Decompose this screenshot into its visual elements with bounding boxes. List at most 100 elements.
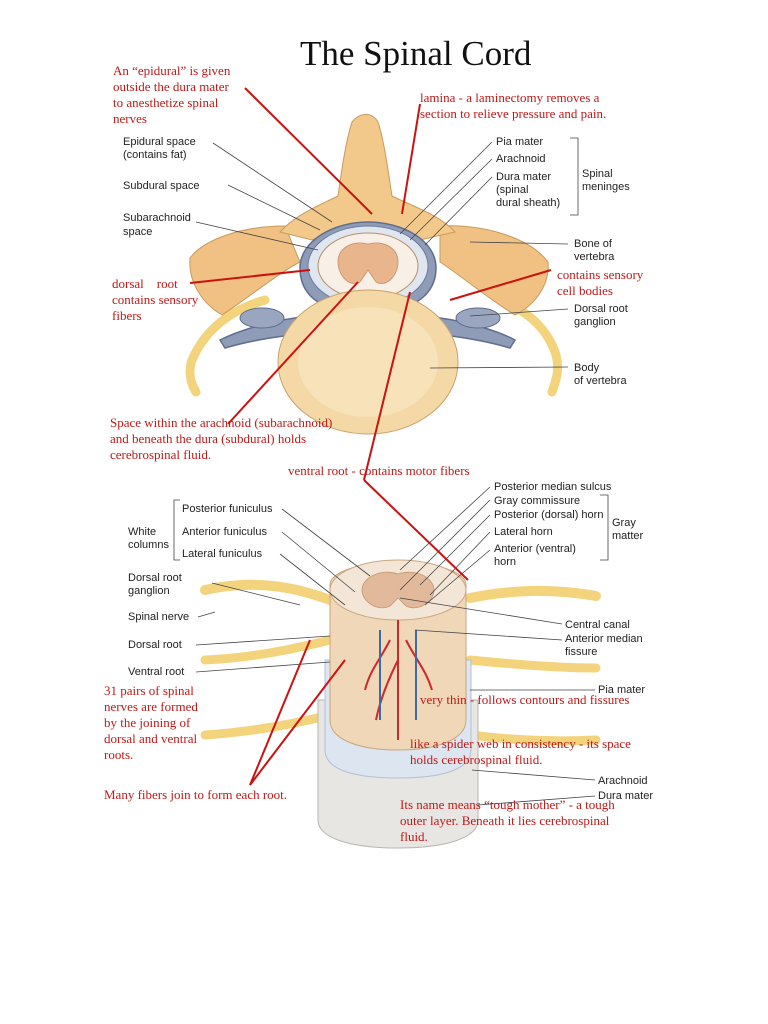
label-posterior-funiculus: Posterior funiculus — [182, 503, 273, 515]
label-dorsal-root-ganglion-top: Dorsal root — [574, 303, 628, 315]
label-anterior-horn-2: horn — [494, 556, 517, 568]
drg-left — [239, 307, 285, 329]
label-anterior-median-fissure-2: fissure — [565, 646, 598, 658]
label-dorsal-root-ganglion-2: ganglion — [128, 585, 170, 597]
transverse-process-right — [439, 225, 549, 316]
note-dura-line: fluid. — [400, 829, 428, 844]
note-lamina-line: lamina - a laminectomy removes a — [420, 90, 600, 105]
note-pairs-line: nerves are formed — [104, 699, 198, 714]
note-epidural-line: to anesthetize spinal — [113, 95, 219, 110]
note-csf-line: and beneath the dura (subdural) holds — [110, 431, 307, 446]
note-many-fibers: Many fibers join to form each root. — [104, 787, 287, 803]
gray-matter-butterfly — [337, 242, 399, 284]
label-gray-matter-2: matter — [612, 530, 644, 542]
note-ventral-root: ventral root - contains motor fibers — [288, 463, 470, 479]
top-leader-lines — [195, 137, 579, 369]
note-dura-line: outer layer. Beneath it lies cerebrospin… — [400, 813, 610, 828]
note-pairs-line: by the joining of — [104, 715, 191, 730]
note-pia-line: very thin - follows contours and fissure… — [420, 692, 630, 707]
note-csf-line: cerebrospinal fluid. — [110, 447, 212, 462]
label-spinal-meninges: Spinal — [582, 168, 613, 180]
label-epidural-space-sub: (contains fat) — [123, 149, 187, 161]
note-pia-mater: very thin - follows contours and fissure… — [420, 692, 629, 708]
label-body-of-vertebra: Body — [574, 362, 600, 374]
label-white-columns-2: columns — [128, 539, 169, 551]
nerve-left-2 — [200, 635, 335, 665]
note-dorsal-root-line: contains sensory — [112, 292, 199, 307]
note-ventral-line: ventral root - contains motor fibers — [288, 463, 470, 478]
note-dorsal-root: dorsal root contains sensory fibers — [112, 276, 198, 324]
vertebra-cross-section — [185, 114, 563, 435]
nerve-right-3 — [465, 730, 601, 746]
label-subarachnoid-space: Subarachnoid — [123, 212, 191, 224]
label-ventral-root: Ventral root — [128, 666, 185, 678]
note-dorsal-root-line: fibers — [112, 308, 142, 323]
label-spinal-meninges-2: meninges — [582, 181, 630, 193]
vertebral-body-inner — [298, 307, 438, 417]
annotation-pointers — [189, 87, 552, 786]
note-sensory-cell-bodies: contains sensory cell bodies — [557, 267, 643, 299]
label-spinal-nerve: Spinal nerve — [128, 611, 190, 623]
note-arachnoid-line: like a spider web in consistency - its s… — [410, 736, 631, 751]
spinous-process — [279, 114, 456, 241]
label-bone-of-vertebra: Bone of — [574, 238, 612, 250]
spinal-nerve-left-top — [185, 295, 270, 397]
note-lamina-line: section to relieve pressure and pain. — [420, 106, 607, 121]
label-epidural-space: Epidural space — [123, 136, 196, 148]
label-gray-commissure: Gray commissure — [494, 495, 581, 507]
note-sensory-line: cell bodies — [557, 283, 613, 298]
label-pia-mater-bottom: Pia mater — [598, 684, 646, 696]
nerve-left-1 — [200, 579, 335, 605]
note-arachnoid: like a spider web in consistency - its s… — [410, 736, 631, 768]
label-body-of-vertebra-2: of vertebra — [574, 375, 627, 387]
nerve-left-3 — [200, 710, 335, 740]
label-central-canal: Central canal — [565, 619, 630, 631]
note-epidural-line: An “epidural” is given — [113, 63, 231, 78]
label-dorsal-root-ganglion: Dorsal root — [128, 572, 182, 584]
label-anterior-median-fissure: Anterior median — [565, 633, 643, 645]
label-dura-mater-bottom: Dura mater — [598, 790, 654, 802]
gray-matter-top — [361, 571, 435, 609]
note-csf-line: Space within the arachnoid (subarachnoid… — [110, 415, 333, 430]
drg-right — [455, 307, 501, 329]
note-dorsal-root-line: dorsal root — [112, 276, 178, 291]
label-dura-mater-top-3: dural sheath) — [496, 197, 561, 209]
note-epidural-line: nerves — [113, 111, 147, 126]
label-lateral-horn: Lateral horn — [494, 526, 553, 538]
label-posterior-median-sulcus: Posterior median sulcus — [494, 481, 612, 493]
spinal-veins — [379, 630, 417, 720]
note-fibers-line: Many fibers join to form each root. — [104, 787, 288, 802]
page-title: The Spinal Cord — [300, 34, 532, 73]
nerve-right-2 — [465, 655, 601, 673]
label-posterior-horn: Posterior (dorsal) horn — [494, 509, 604, 521]
label-dorsal-root: Dorsal root — [128, 639, 182, 651]
label-dura-mater-top: Dura mater — [496, 171, 552, 183]
label-anterior-funiculus: Anterior funiculus — [182, 526, 267, 538]
note-pairs-line: 31 pairs of spinal — [104, 683, 194, 698]
label-dura-mater-top-2: (spinal — [496, 184, 529, 196]
note-cerebrospinal-fluid: Space within the arachnoid (subarachnoid… — [110, 415, 332, 463]
label-subdural-space: Subdural space — [123, 180, 200, 192]
nerve-right-1 — [465, 585, 601, 603]
note-pairs-line: roots. — [104, 747, 134, 762]
label-white-columns: White — [128, 526, 157, 538]
anterior-spinal-vessels — [364, 620, 433, 740]
bottom-leader-lines — [173, 486, 609, 806]
note-epidural-line: outside the dura mater — [113, 79, 229, 94]
note-pairs-line: dorsal and ventral — [104, 731, 198, 746]
note-sensory-line: contains sensory — [557, 267, 644, 282]
note-31-pairs: 31 pairs of spinal nerves are formed by … — [104, 683, 198, 763]
label-subarachnoid-space-2: space — [123, 226, 153, 238]
label-bone-of-vertebra-2: vertebra — [574, 251, 615, 263]
label-lateral-funiculus: Lateral funiculus — [182, 548, 263, 560]
note-dura-line: Its name means “tough mother” - a tough — [400, 797, 615, 812]
note-arachnoid-line: holds cerebrospinal fluid. — [410, 752, 543, 767]
label-dorsal-root-ganglion-top-2: ganglion — [574, 316, 616, 328]
note-lamina: lamina - a laminectomy removes a section… — [420, 90, 606, 122]
spinal-cord-segment — [200, 559, 601, 849]
label-gray-matter: Gray — [612, 517, 636, 529]
note-dura-mater: Its name means “tough mother” - a tough … — [400, 797, 615, 845]
note-epidural: An “epidural” is given outside the dura … — [113, 63, 230, 127]
